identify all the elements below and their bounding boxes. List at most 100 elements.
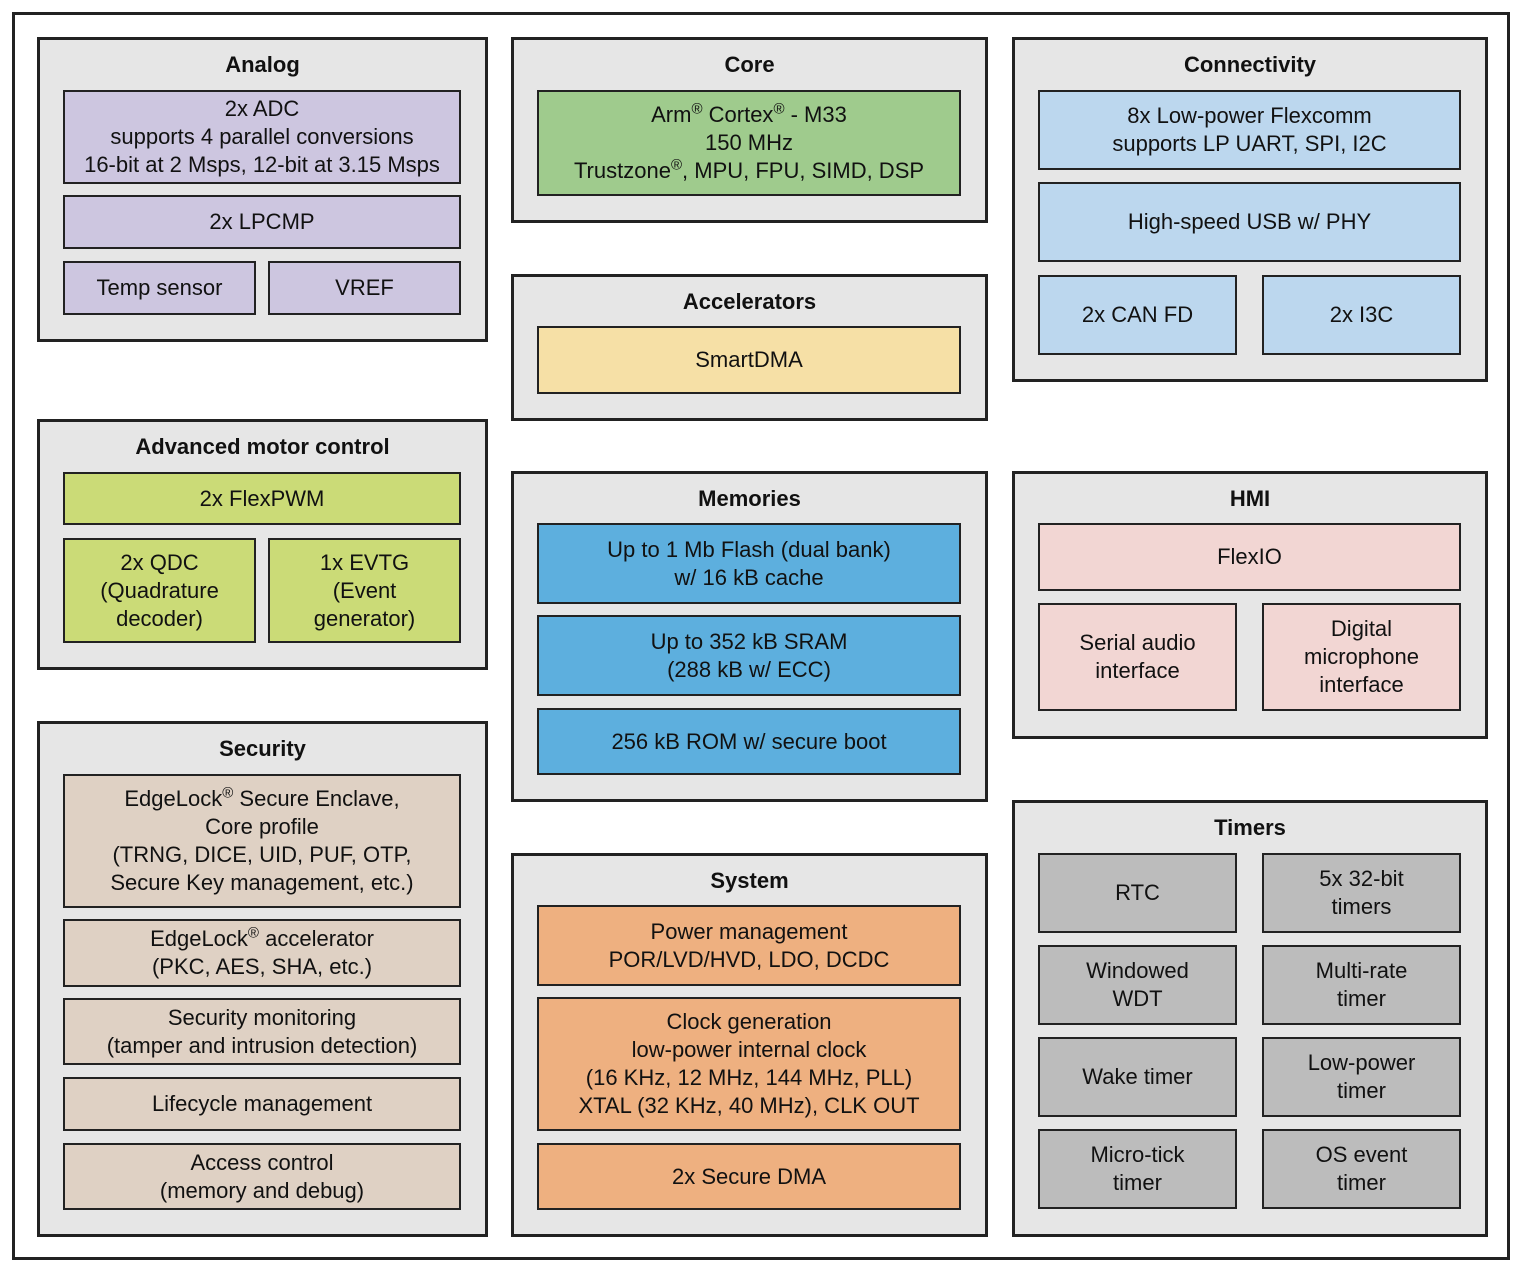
block-line: microphone: [1304, 644, 1419, 669]
block-can-fd: 2x CAN FD: [1038, 275, 1237, 355]
block-line: Access control: [190, 1149, 334, 1175]
block-line: Wake timer: [1082, 1064, 1193, 1089]
block-secure-dma: 2x Secure DMA: [537, 1143, 961, 1210]
block-line: Up to 1 Mb Flash (dual bank): [607, 536, 891, 562]
group-title: Advanced motor control: [135, 434, 390, 459]
block-line: 16-bit at 2 Msps, 12-bit at 3.15 Msps: [84, 152, 440, 177]
block-lpcmp: 2x LPCMP: [63, 195, 461, 249]
block-line: Up to 352 kB SRAM: [650, 628, 848, 654]
block-line: 2x ADC: [224, 96, 300, 121]
group-title: Analog: [225, 52, 300, 77]
block-line: 2x LPCMP: [209, 209, 315, 234]
block-line: Security monitoring: [167, 1004, 357, 1030]
block-line: 150 MHz: [704, 130, 794, 155]
block-line: VREF: [335, 275, 394, 300]
block-line: 5x 32-bit: [1319, 866, 1404, 891]
block-line: Clock generation: [666, 1009, 832, 1034]
block-digital-microphone: Digital microphone interface: [1262, 603, 1461, 711]
block-line: (288 kB w/ ECC): [667, 656, 831, 682]
block-line: Secure Key management, etc.): [110, 870, 414, 895]
block-line: 2x I3C: [1329, 302, 1394, 327]
block-sram: Up to 352 kB SRAM(288 kB w/ ECC): [537, 615, 961, 696]
block-line: (16 KHz, 12 MHz, 144 MHz, PLL): [585, 1065, 913, 1090]
group-title: System: [710, 868, 789, 893]
block-os-event-timer: OS event timer: [1262, 1129, 1461, 1209]
group-title: Core: [724, 52, 775, 77]
block-i3c: 2x I3C: [1262, 275, 1461, 355]
block-smartdma: SmartDMA: [537, 326, 961, 394]
block-flash: Up to 1 Mb Flash (dual bank)w/ 16 kB cac…: [537, 523, 961, 604]
block-line: (Event: [332, 577, 397, 603]
block-temp-sensor: Temp sensor: [63, 261, 256, 315]
block-line: OS event: [1315, 1142, 1408, 1167]
block-line: supports 4 parallel conversions: [110, 124, 414, 149]
block-line: low-power internal clock: [631, 1037, 867, 1062]
block-line: interface: [1095, 658, 1180, 683]
block-secure-enclave: EdgeLock® Secure Enclave, Core profile (TR…: [63, 774, 461, 908]
block-line: 2x CAN FD: [1081, 302, 1194, 327]
block-line: timer: [1337, 1170, 1386, 1195]
block-line: (TRNG, DICE, UID, PUF, OTP,: [112, 842, 412, 867]
group-title: Security: [219, 736, 306, 761]
group-title: Accelerators: [682, 289, 817, 314]
block-rtc: RTC: [1038, 853, 1237, 933]
block-line: Lifecycle management: [151, 1091, 373, 1116]
block-line: interface: [1319, 672, 1404, 697]
group-title: Memories: [698, 486, 801, 511]
block-line: generator): [313, 605, 416, 631]
block-line: Temp sensor: [96, 275, 223, 300]
block-usb: High-speed USB w/ PHY: [1038, 182, 1461, 262]
block-line: timer: [1337, 1078, 1386, 1103]
block-line: timers: [1331, 894, 1392, 919]
block-access-control: Access control(memory and debug): [63, 1143, 461, 1210]
block-line: 2x QDC: [120, 549, 199, 575]
block-line: (PKC, AES, SHA, etc.): [151, 954, 373, 979]
block-line: Digital: [1330, 616, 1393, 641]
block-wake-timer: Wake timer: [1038, 1037, 1237, 1117]
block-line: (Quadrature: [100, 577, 219, 603]
group-title: Timers: [1214, 815, 1286, 840]
block-flexio: FlexIO: [1038, 523, 1461, 591]
block-line: POR/LVD/HVD, LDO, DCDC: [608, 946, 890, 972]
block-line: WDT: [1112, 986, 1163, 1011]
block-security-monitoring: Security monitoring(tamper and intrusion…: [63, 998, 461, 1065]
block-lifecycle-management: Lifecycle management: [63, 1077, 461, 1131]
block-low-power-timer: Low-power timer: [1262, 1037, 1461, 1117]
block-multi-rate-timer: Multi-rate timer: [1262, 945, 1461, 1025]
block-edgelock-accelerator: EdgeLock® accelerator(PKC, AES, SHA, etc…: [63, 919, 461, 987]
block-line: timer: [1337, 986, 1386, 1011]
block-line: 256 kB ROM w/ secure boot: [611, 728, 887, 754]
block-line: EdgeLock® Secure Enclave,: [124, 784, 400, 811]
group-title: Connectivity: [1183, 52, 1317, 77]
block-line: (tamper and intrusion detection): [106, 1032, 418, 1058]
block-line: Serial audio: [1079, 630, 1196, 655]
block-clock-generation: Clock generation low-power internal clock…: [537, 997, 961, 1131]
block-vref: VREF: [268, 261, 461, 315]
block-32bit-timers: 5x 32-bit timers: [1262, 853, 1461, 933]
block-line: Micro-tick: [1090, 1142, 1185, 1167]
block-line: Power management: [650, 918, 848, 944]
block-line: Multi-rate: [1315, 958, 1408, 983]
group-title: HMI: [1229, 486, 1271, 511]
block-line: Arm® Cortex® - M33: [651, 100, 847, 127]
block-line: SmartDMA: [695, 347, 803, 372]
block-line: w/ 16 kB cache: [674, 564, 824, 590]
block-line: Trustzone®, MPU, FPU, SIMD, DSP: [573, 156, 925, 183]
block-line: decoder): [116, 605, 203, 631]
block-line: 1x EVTG: [319, 549, 410, 575]
block-line: FlexIO: [1217, 544, 1282, 569]
block-line: Core profile: [205, 814, 319, 839]
block-line: Low-power: [1307, 1050, 1416, 1075]
block-line: RTC: [1115, 880, 1160, 905]
block-line: High-speed USB w/ PHY: [1127, 209, 1372, 234]
block-serial-audio: Serial audio interface: [1038, 603, 1237, 711]
block-line: XTAL (32 KHz, 40 MHz), CLK OUT: [578, 1093, 920, 1118]
block-rom: 256 kB ROM w/ secure boot: [537, 708, 961, 775]
